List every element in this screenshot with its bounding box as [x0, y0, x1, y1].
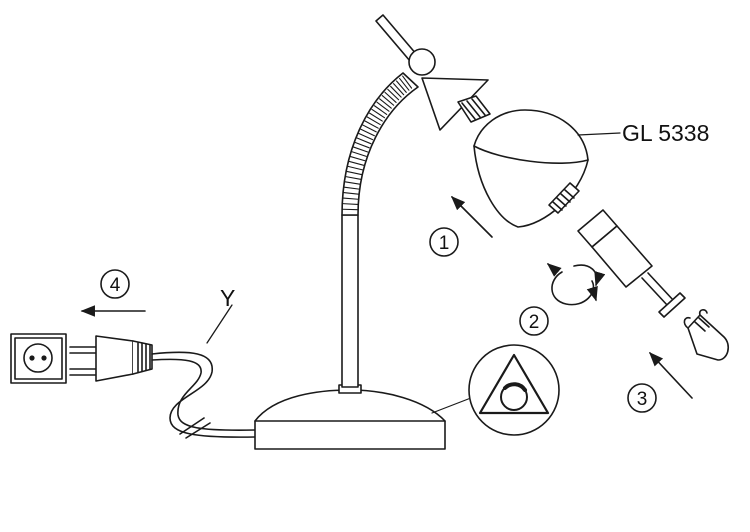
- halogen-bulb: [684, 310, 728, 360]
- power-cable: [152, 305, 255, 438]
- lamp-shade: [474, 110, 620, 227]
- pivot-knob: [409, 49, 435, 75]
- bulb-holder: [578, 210, 685, 317]
- lamp-pole: [342, 215, 358, 387]
- step-number-4: 4: [110, 275, 121, 296]
- step-number-3: 3: [637, 389, 648, 410]
- lamp-base: [255, 385, 445, 449]
- step-number-2: 2: [529, 312, 540, 333]
- rotate-indicator: [548, 264, 597, 305]
- gooseneck-arm: [342, 73, 418, 215]
- threaded-socket: [458, 96, 490, 122]
- dimmer-callout: [432, 345, 559, 435]
- arrow-step-1: [452, 197, 492, 237]
- euro-plug: [70, 336, 152, 381]
- arrow-step-3: [650, 353, 692, 398]
- wall-socket: [11, 334, 66, 383]
- step-number-1: 1: [439, 233, 450, 254]
- cable-tag-label: Y: [220, 285, 235, 311]
- part-code-label: GL 5338: [622, 120, 709, 146]
